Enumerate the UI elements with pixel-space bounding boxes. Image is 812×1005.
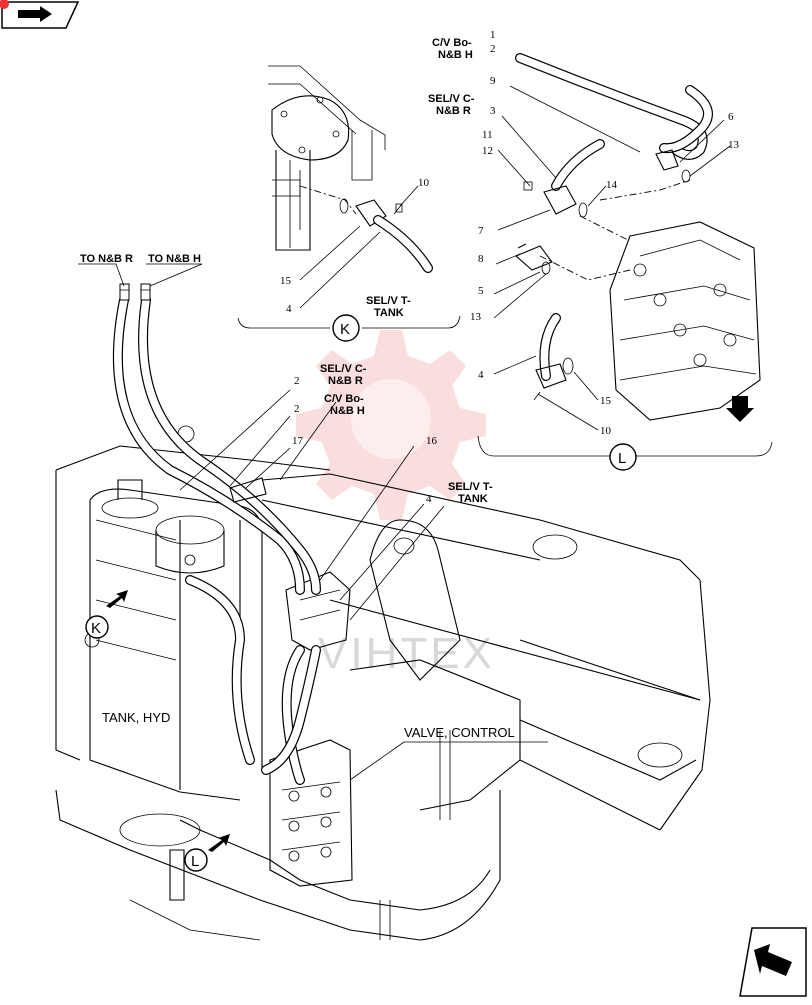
detail-l: L — [477, 53, 773, 471]
label-tank-hyd: TANK, HYD — [102, 710, 170, 725]
label-to-nb-r: TO N&B R — [80, 253, 133, 265]
part-number-16: 16 — [426, 435, 438, 447]
label-cv-bo-top-1: C/V Bo- — [432, 37, 472, 49]
label-cv-bo-mid-2: N&B H — [330, 405, 365, 417]
part-number-2b: 2 — [294, 375, 300, 387]
part-number-10: 10 — [418, 177, 430, 189]
part-number-7: 7 — [478, 225, 484, 237]
part-number-9: 9 — [490, 75, 496, 87]
part-numbers: 1 2 9 3 11 12 6 13 14 7 8 5 13 10 15 4 4… — [280, 29, 740, 505]
part-number-4c: 4 — [426, 493, 432, 505]
watermark-text: VIHTEX — [318, 629, 495, 678]
label-sel-c-top-1: SEL/V C- — [428, 93, 475, 105]
part-number-15: 15 — [280, 275, 292, 287]
callout-k-detail: K — [340, 321, 350, 338]
part-number-2c: 2 — [294, 403, 300, 415]
label-to-nb-h: TO N&B H — [148, 253, 201, 265]
detail-k: K — [237, 65, 461, 342]
part-number-17: 17 — [292, 435, 304, 447]
label-sel-c-mid-1: SEL/V C- — [320, 363, 367, 375]
part-number-12: 12 — [482, 145, 493, 157]
back-button[interactable] — [0, 0, 80, 29]
part-number-11: 11 — [482, 129, 493, 141]
next-button[interactable] — [739, 927, 807, 997]
label-sel-t-k-1: SEL/V T- — [366, 295, 411, 307]
arrow-to-l-icon — [208, 834, 230, 852]
part-number-6: 6 — [728, 111, 734, 123]
part-number-1: 1 — [490, 29, 496, 41]
label-sel-c-top-2: N&B R — [436, 105, 471, 117]
watermark-gear — [296, 330, 486, 520]
part-number-10b: 10 — [600, 425, 612, 437]
next-arrow-icon — [754, 944, 792, 976]
part-number-14: 14 — [606, 179, 618, 191]
marker-dot — [0, 0, 9, 9]
part-number-2: 2 — [490, 43, 496, 55]
label-sel-c-mid-2: N&B R — [328, 375, 363, 387]
main-assembly: K L — [55, 263, 711, 941]
down-arrow-icon — [726, 396, 754, 422]
label-cv-bo-mid-1: C/V Bo- — [324, 393, 364, 405]
callout-k-main: K — [91, 620, 101, 637]
part-number-5: 5 — [478, 285, 484, 297]
label-sel-t-mid-2: TANK — [458, 493, 488, 505]
part-number-4b: 4 — [478, 369, 484, 381]
part-number-3: 3 — [490, 105, 496, 117]
arrow-to-k-icon — [106, 590, 128, 608]
label-valve-control: VALVE, CONTROL — [404, 725, 515, 740]
part-number-8: 8 — [478, 253, 484, 265]
part-number-4: 4 — [286, 303, 292, 315]
part-number-13: 13 — [728, 139, 740, 151]
callout-l-main: L — [191, 853, 199, 870]
back-arrow-icon — [18, 6, 52, 22]
part-number-13b: 13 — [470, 311, 482, 323]
label-cv-bo-top-2: N&B H — [438, 49, 473, 61]
labels: C/V Bo- N&B H SEL/V C- N&B R SEL/V T- TA… — [80, 37, 515, 740]
part-number-15b: 15 — [600, 395, 612, 407]
label-sel-t-k-2: TANK — [374, 307, 404, 319]
callout-l-detail: L — [618, 450, 626, 467]
label-sel-t-mid-1: SEL/V T- — [448, 481, 493, 493]
